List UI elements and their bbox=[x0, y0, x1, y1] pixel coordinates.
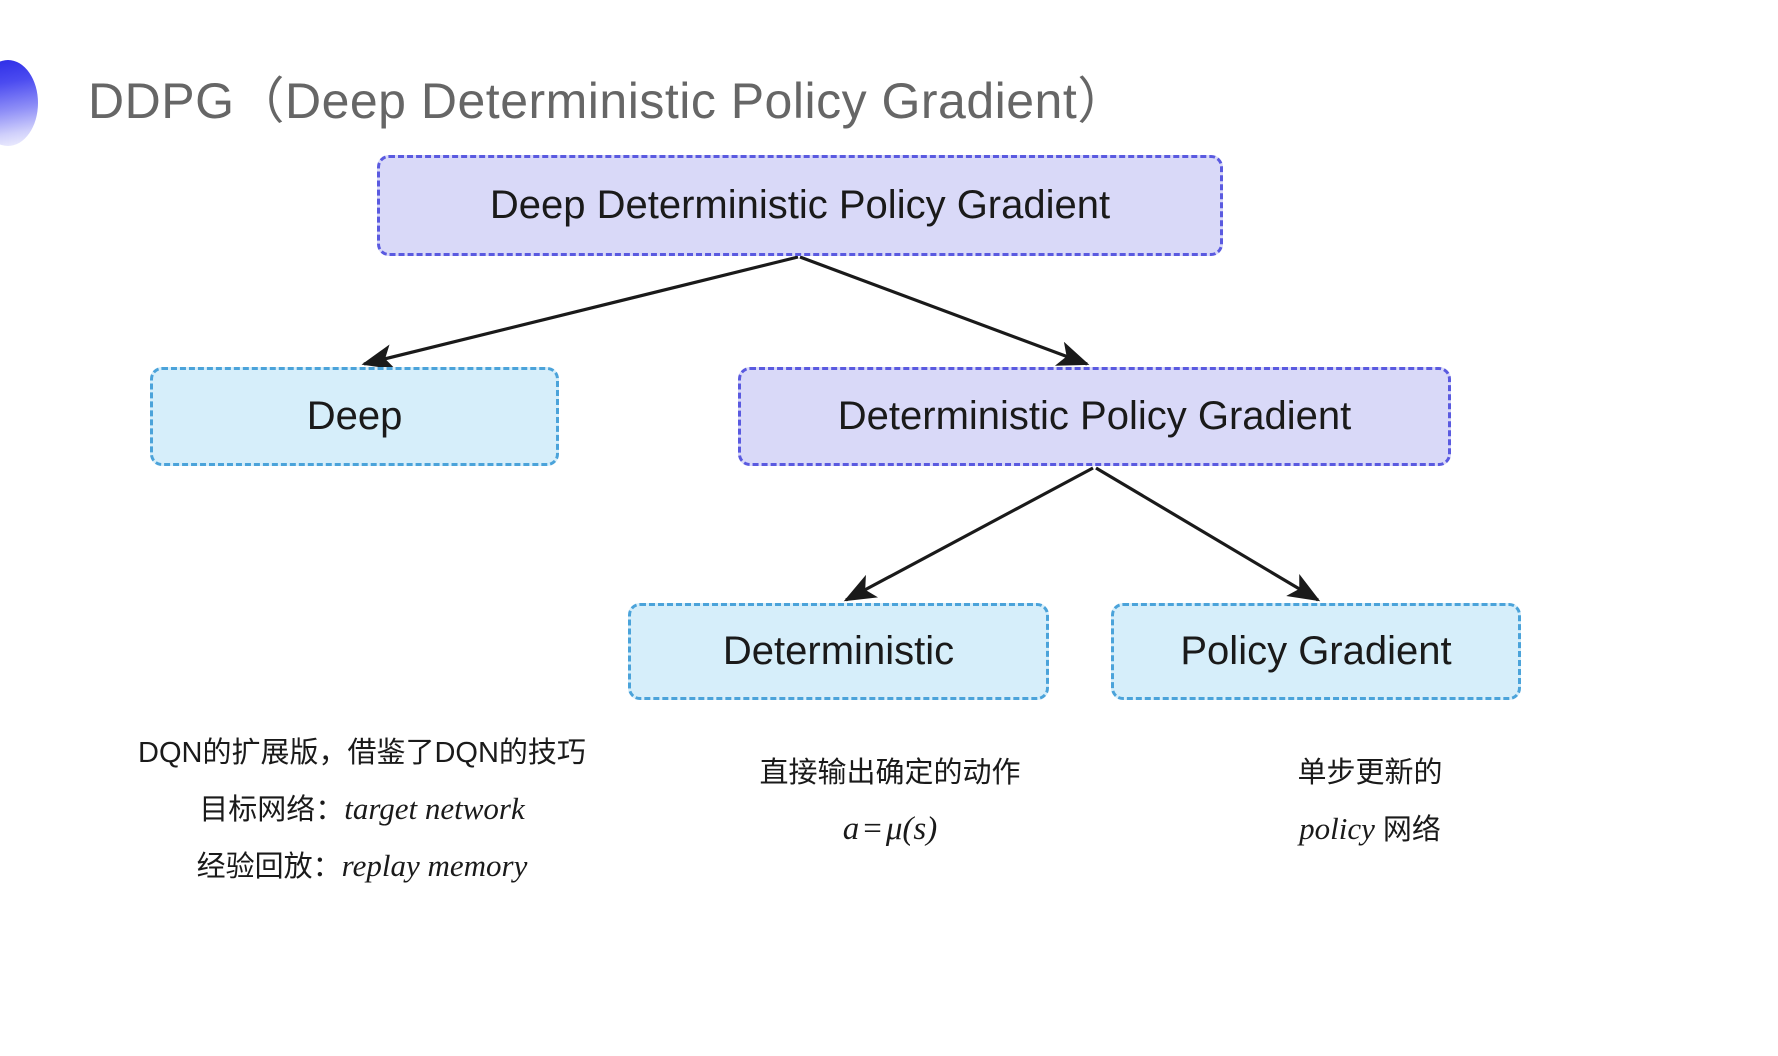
annotation-line: 单步更新的 bbox=[1297, 757, 1443, 789]
edge-root-to-dpg bbox=[799, 255, 1090, 366]
edge-root-to-deep bbox=[361, 255, 799, 370]
formula-rhs: μ(s) bbox=[885, 811, 938, 847]
page-title: DDPG（Deep Deterministic Policy Gradient） bbox=[88, 73, 1128, 129]
annotation-suffix: 网络 bbox=[1374, 814, 1441, 846]
formula-operator: = bbox=[863, 811, 882, 847]
node-policy-gradient[interactable]: Policy Gradient bbox=[1111, 603, 1521, 700]
annotation-term: target network bbox=[344, 791, 525, 826]
node-deterministic[interactable]: Deterministic bbox=[628, 603, 1049, 700]
annotation-line: policy 网络 bbox=[1180, 801, 1560, 858]
node-deep-deterministic-policy-gradient[interactable]: Deep Deterministic Policy Gradient bbox=[377, 155, 1223, 256]
annotation-line: 经验回放：replay memory bbox=[132, 838, 592, 895]
node-label: Policy Gradient bbox=[1180, 629, 1452, 673]
annotation-term: replay memory bbox=[341, 848, 528, 883]
node-deterministic-policy-gradient[interactable]: Deterministic Policy Gradient bbox=[738, 367, 1451, 466]
node-label: Deterministic Policy Gradient bbox=[837, 394, 1352, 438]
annotation-line: DQN的扩展版，借鉴了DQN的技巧 bbox=[138, 737, 586, 769]
accent-teardrop-icon bbox=[0, 60, 38, 146]
annotation-line: 直接输出确定的动作 bbox=[759, 757, 1021, 789]
annotation-deterministic: 直接输出确定的动作 a=μ(s) bbox=[700, 745, 1080, 857]
annotation-line: 目标网络：target network bbox=[132, 781, 592, 838]
annotation-formula: a=μ(s) bbox=[700, 801, 1080, 857]
annotation-label: 经验回放： bbox=[196, 851, 342, 883]
edge-dpg-to-deterministic bbox=[843, 466, 1094, 602]
node-label: Deep bbox=[306, 394, 403, 438]
annotation-label: 目标网络： bbox=[199, 794, 345, 826]
annotation-policy-gradient: 单步更新的 policy 网络 bbox=[1180, 745, 1560, 858]
annotation-term: policy bbox=[1299, 811, 1375, 846]
node-deep[interactable]: Deep bbox=[150, 367, 559, 466]
formula-lhs: a bbox=[842, 811, 860, 847]
edge-dpg-to-policy-gradient bbox=[1095, 466, 1321, 602]
slide-header: DDPG（Deep Deterministic Policy Gradient） bbox=[0, 58, 1400, 150]
node-label: Deep Deterministic Policy Gradient bbox=[489, 183, 1111, 227]
annotation-deep: DQN的扩展版，借鉴了DQN的技巧 目标网络：target network 经验… bbox=[132, 725, 592, 895]
node-label: Deterministic bbox=[722, 629, 955, 673]
